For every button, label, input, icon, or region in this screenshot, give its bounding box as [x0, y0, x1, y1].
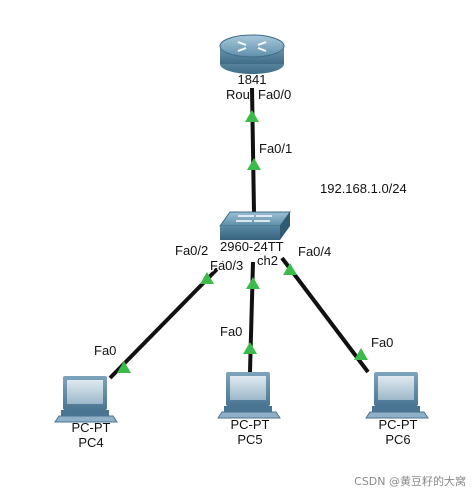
link-up-indicator-switch-fa0-3: [246, 277, 260, 289]
pc4-name-label: PC4: [78, 435, 103, 450]
pc6-name-label: PC6: [385, 432, 410, 447]
switch-arrows-icon: [236, 215, 272, 222]
pc5-name-label: PC5: [237, 432, 262, 447]
pc4-computer-icon[interactable]: [54, 376, 118, 423]
switch-2960-24tt[interactable]: [219, 211, 291, 240]
pc6-computer-icon[interactable]: [365, 372, 429, 419]
router-1841[interactable]: [219, 34, 285, 74]
router-name-label: Rou: [226, 87, 250, 102]
switch-port-fa0-1-label: Fa0/1: [259, 141, 292, 156]
router-arrows-icon: [237, 41, 267, 52]
link-up-indicator-pc4-fa0: [117, 361, 131, 373]
link-up-indicator-router-fa0-0: [245, 110, 259, 122]
switch-port-fa0-3-label: Fa0/3: [210, 258, 243, 273]
switch-name-label: ch2: [257, 253, 278, 268]
link-up-indicator-switch-fa0-4: [283, 263, 297, 275]
pc6-type-label: PC-PT: [379, 417, 418, 432]
pc5-type-label: PC-PT: [231, 417, 270, 432]
link-router-switch[interactable]: [250, 87, 256, 213]
pc5-port-fa0-label: Fa0: [220, 324, 242, 339]
pc6-port-fa0-label: Fa0: [371, 335, 393, 350]
switch-model-label: 2960-24TT: [220, 239, 284, 254]
switch-port-fa0-4-label: Fa0/4: [298, 244, 331, 259]
pc4-port-fa0-label: Fa0: [94, 343, 116, 358]
link-up-indicator-pc5-fa0: [243, 342, 257, 354]
link-up-indicator-switch-fa0-2: [200, 272, 214, 284]
watermark-text: CSDN @黄豆籽的大窝: [354, 474, 466, 488]
link-up-indicator-pc6-fa0: [354, 348, 368, 360]
switch-port-fa0-2-label: Fa0/2: [175, 243, 208, 258]
router-port-fa0-0-label: Fa0/0: [258, 87, 291, 102]
link-up-indicator-switch-fa0-1: [247, 158, 261, 170]
pc4-type-label: PC-PT: [72, 420, 111, 435]
pc5-computer-icon[interactable]: [217, 372, 281, 419]
link-switch-pc6[interactable]: [280, 256, 370, 374]
router-model-label: 1841: [238, 72, 267, 87]
network-address-label: 192.168.1.0/24: [320, 181, 407, 196]
